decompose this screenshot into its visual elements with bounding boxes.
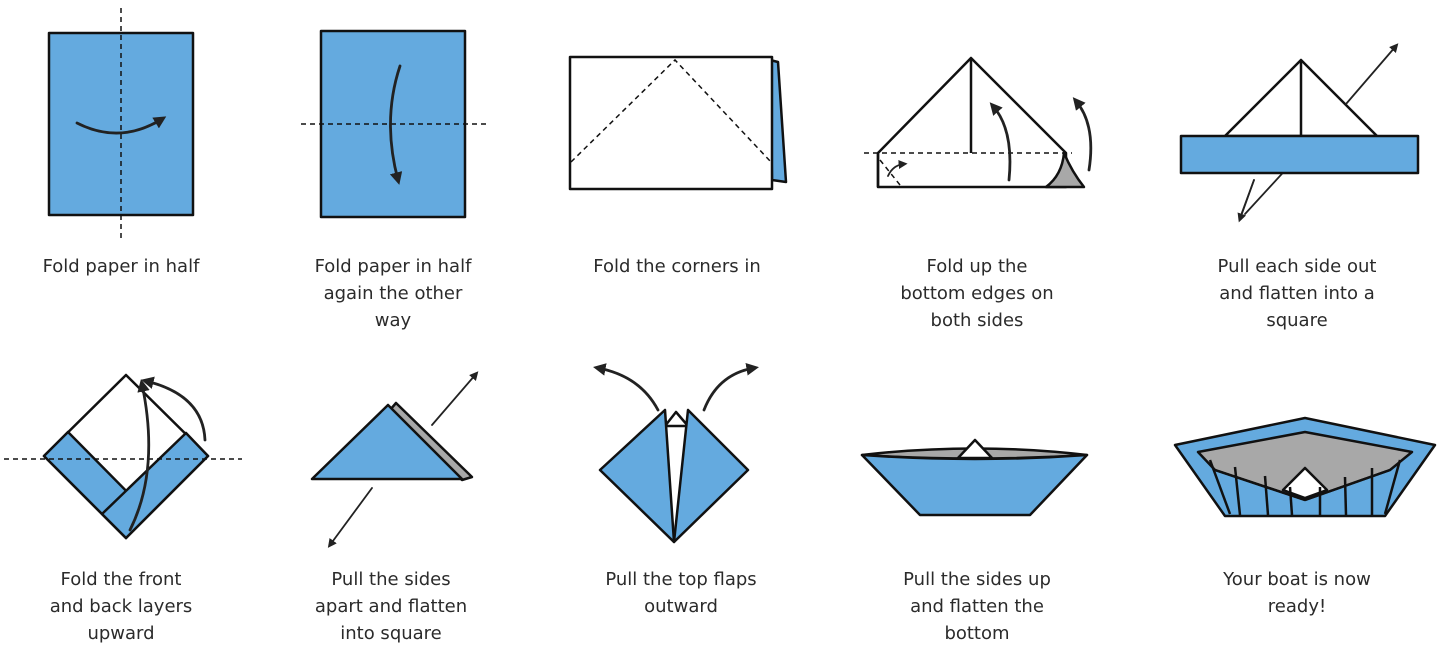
step-2-caption: Fold paper in half again the other way bbox=[314, 256, 472, 331]
front-triangle bbox=[310, 403, 464, 481]
pull-out-arrow-icon bbox=[1345, 43, 1399, 105]
fold-up-arrow-icon bbox=[989, 102, 1012, 182]
boat-hull bbox=[860, 453, 1089, 517]
fold-arrow-icon bbox=[75, 116, 167, 135]
right-flap bbox=[100, 431, 210, 540]
step-6-illustration bbox=[4, 373, 242, 540]
boat-center-tip bbox=[1281, 466, 1329, 500]
small-fold-arrow-icon bbox=[887, 160, 908, 177]
step-4-illustration bbox=[864, 56, 1093, 189]
fold-back-arrow-icon bbox=[141, 376, 207, 442]
right-flap bbox=[672, 408, 750, 544]
hull-pleats bbox=[1208, 459, 1402, 516]
step-10-illustration bbox=[1173, 416, 1437, 518]
boat-tip bbox=[663, 410, 690, 428]
paper-rectangle bbox=[568, 55, 774, 191]
fold-down-arrow-icon bbox=[389, 64, 403, 185]
step-5-illustration bbox=[1179, 43, 1420, 223]
left-flap bbox=[598, 408, 676, 544]
step-8-caption: Pull the top flaps outward bbox=[605, 569, 757, 617]
step-5-caption: Pull each side out and flatten into a sq… bbox=[1217, 256, 1377, 331]
corner-fold-lines bbox=[570, 58, 772, 163]
pull-down-arrow-icon bbox=[1237, 179, 1255, 223]
back-flap-shadow bbox=[1044, 151, 1086, 189]
step-2-illustration bbox=[301, 29, 486, 219]
paper-sheet bbox=[47, 31, 195, 217]
step-1-illustration bbox=[47, 8, 195, 240]
step-6-caption: Fold the front and back layers upward bbox=[49, 569, 193, 644]
flap-left-arrow-icon bbox=[593, 363, 660, 412]
step-3-illustration bbox=[568, 55, 788, 191]
fold-front-arrow-icon bbox=[128, 379, 151, 532]
fold-back-arrow-icon bbox=[1072, 97, 1093, 172]
step-9-illustration bbox=[860, 438, 1089, 517]
step-7-caption: Pull the sides apart and flatten into sq… bbox=[314, 569, 468, 644]
hat-brim bbox=[1179, 134, 1420, 175]
pull-apart-arrow-up-icon bbox=[431, 371, 479, 426]
step-4-caption: Fold up the bottom edges on both sides bbox=[900, 256, 1054, 331]
step-7-illustration bbox=[310, 371, 479, 548]
step-3-caption: Fold the corners in bbox=[593, 256, 761, 277]
step-8-illustration bbox=[593, 363, 759, 544]
pull-apart-arrow-down-icon bbox=[327, 487, 373, 548]
step-10-caption: Your boat is now ready! bbox=[1223, 569, 1371, 617]
flap-right-arrow-icon bbox=[702, 363, 759, 412]
step-9-caption: Pull the sides up and flatten the bottom bbox=[903, 569, 1051, 644]
step-1-caption: Fold paper in half bbox=[42, 256, 200, 277]
